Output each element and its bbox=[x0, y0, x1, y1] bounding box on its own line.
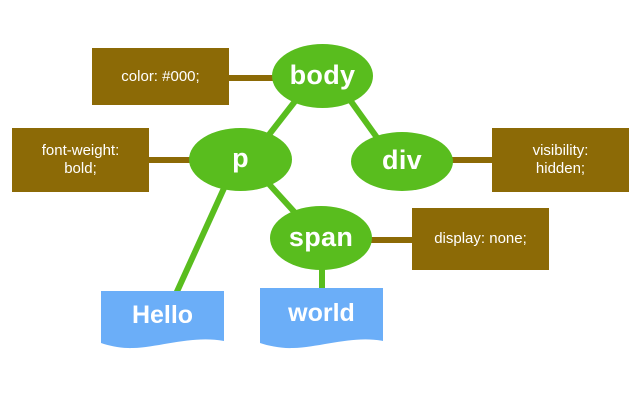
element-node-body-label: body bbox=[289, 59, 356, 90]
rule-box-color[interactable]: color: #000; bbox=[92, 48, 229, 105]
element-node-body[interactable]: body bbox=[272, 44, 373, 108]
rule-box-display-label: display: none; bbox=[434, 230, 527, 248]
hello-banner-shape bbox=[101, 291, 224, 349]
element-node-span[interactable]: span bbox=[270, 206, 372, 270]
element-node-div[interactable]: div bbox=[351, 132, 453, 191]
text-node-hello[interactable]: Hello bbox=[101, 291, 224, 349]
rule-box-visibility-label: visibility: hidden; bbox=[532, 142, 589, 177]
text-node-hello-label: Hello bbox=[131, 300, 194, 329]
element-node-p[interactable]: p bbox=[189, 128, 292, 191]
rule-box-font-weight[interactable]: font-weight: bold; bbox=[12, 128, 149, 192]
text-node-world-label: world bbox=[288, 299, 355, 327]
element-node-div-label: div bbox=[382, 145, 422, 175]
rule-box-visibility[interactable]: visibility: hidden; bbox=[492, 128, 629, 192]
text-node-world[interactable]: world bbox=[260, 288, 383, 349]
world-banner-shape bbox=[260, 288, 383, 349]
element-node-span-label: span bbox=[288, 221, 354, 252]
rule-box-display[interactable]: display: none; bbox=[412, 208, 549, 270]
rule-box-font-weight-label: font-weight: bold; bbox=[41, 142, 120, 177]
rule-box-color-label: color: #000; bbox=[121, 67, 200, 85]
element-node-p-label: p bbox=[232, 143, 249, 173]
